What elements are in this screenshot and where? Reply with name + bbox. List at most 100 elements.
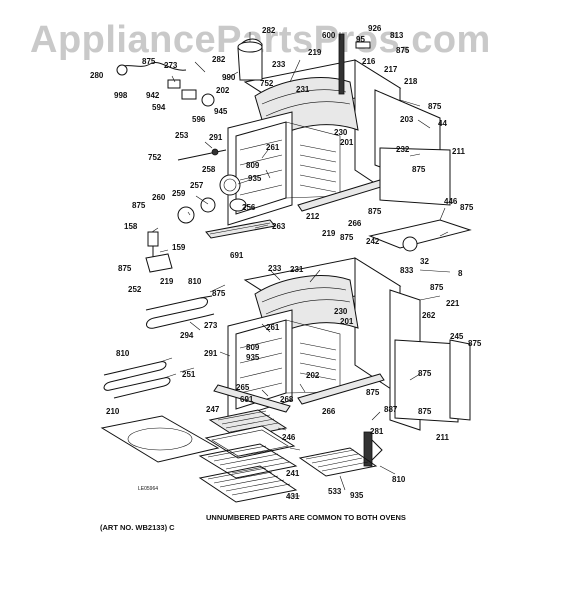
callout: 241 [286,469,300,478]
callout: 211 [436,433,449,442]
callout: 233 [268,264,282,273]
callout: 212 [306,212,320,221]
callout: 261 [266,143,280,152]
callout: 230 [334,307,348,316]
callout: 294 [180,331,194,340]
callout: 875 [468,339,482,348]
callout: 291 [209,133,223,142]
callout: 219 [160,277,174,286]
callout: 258 [202,165,216,174]
callout: 810 [188,277,202,286]
callout: 875 [340,233,354,242]
callout: 875 [212,289,226,298]
callout-labels: 282 600 926 813 95 875 875 273 282 219 2… [90,24,482,501]
callout: 875 [368,207,382,216]
leader-lines [151,32,451,497]
callout: 211 [452,147,465,156]
lower-left-small-parts [100,231,378,503]
callout: 935 [350,491,364,500]
callout: 935 [248,174,262,183]
callout: 282 [212,55,226,64]
callout: 809 [246,343,260,352]
upper-oven-assembly [227,33,451,226]
callout: 253 [175,131,189,140]
callout: 242 [366,237,380,246]
callout: 875 [396,46,410,55]
callout: 875 [418,369,432,378]
callout: 813 [390,31,404,40]
callout: 268 [280,395,294,404]
callout: 280 [90,71,104,80]
callout: 875 [412,165,426,174]
callout: 875 [366,388,380,397]
callout: 596 [192,115,206,124]
callout: 282 [262,26,276,35]
callout: 691 [240,395,254,404]
callout: 261 [266,323,280,332]
callout: 887 [384,405,398,414]
callout: 251 [182,370,196,379]
callout: 281 [370,427,384,436]
callout: 875 [142,57,156,66]
callout: 810 [392,475,406,484]
callout: 231 [290,265,304,274]
callout: 752 [260,79,274,88]
callout: 246 [282,433,296,442]
callout: 32 [420,257,429,266]
callout: 594 [152,103,166,112]
callout: 260 [152,193,166,202]
callout: 231 [296,85,310,94]
callout: 44 [438,119,447,128]
callout: 263 [272,222,286,231]
callout: 533 [328,487,342,496]
callout: 809 [246,161,260,170]
callout: 259 [172,189,186,198]
drawing-tag: LE05964 [138,486,158,492]
callout: 691 [230,251,244,260]
callout: 158 [124,222,138,231]
callout: 942 [146,91,160,100]
callout: 256 [242,203,256,212]
callout: 262 [422,311,436,320]
callout: 8 [458,269,463,278]
callout: 875 [418,407,432,416]
callout: 201 [340,138,354,147]
callout: 266 [348,219,362,228]
callout: 221 [446,299,460,308]
callout: 752 [148,153,162,162]
callout: 833 [400,266,414,275]
callout: 219 [322,229,336,238]
callout: 247 [206,405,220,414]
callout: 273 [204,321,218,330]
callout: 273 [164,61,178,70]
callout: 810 [116,349,130,358]
callout: 201 [340,317,354,326]
callout: 446 [444,197,458,206]
callout: 998 [114,91,128,100]
callout: 875 [118,264,132,273]
callout: 945 [214,107,228,116]
callout: 230 [334,128,348,137]
callout: 232 [396,145,410,154]
callout: 210 [106,407,120,416]
callout: 600 [322,31,336,40]
callout: 95 [356,35,365,44]
callout: 202 [216,86,230,95]
callout: 233 [272,60,286,69]
footer-note: UNNUMBERED PARTS ARE COMMON TO BOTH OVEN… [206,513,406,522]
callout: 245 [450,332,464,341]
callout: 431 [286,492,300,501]
callout: 257 [190,181,204,190]
callout: 875 [460,203,474,212]
callout: 159 [172,243,186,252]
callout: 252 [128,285,142,294]
upper-left-small-parts [116,62,276,239]
callout: 266 [322,407,336,416]
callout: 875 [428,102,442,111]
callout: 926 [368,24,382,33]
art-number: (ART NO. WB2133) C [100,523,175,532]
callout: 216 [362,57,376,66]
callout: 217 [384,65,398,74]
callout: 265 [236,383,250,392]
